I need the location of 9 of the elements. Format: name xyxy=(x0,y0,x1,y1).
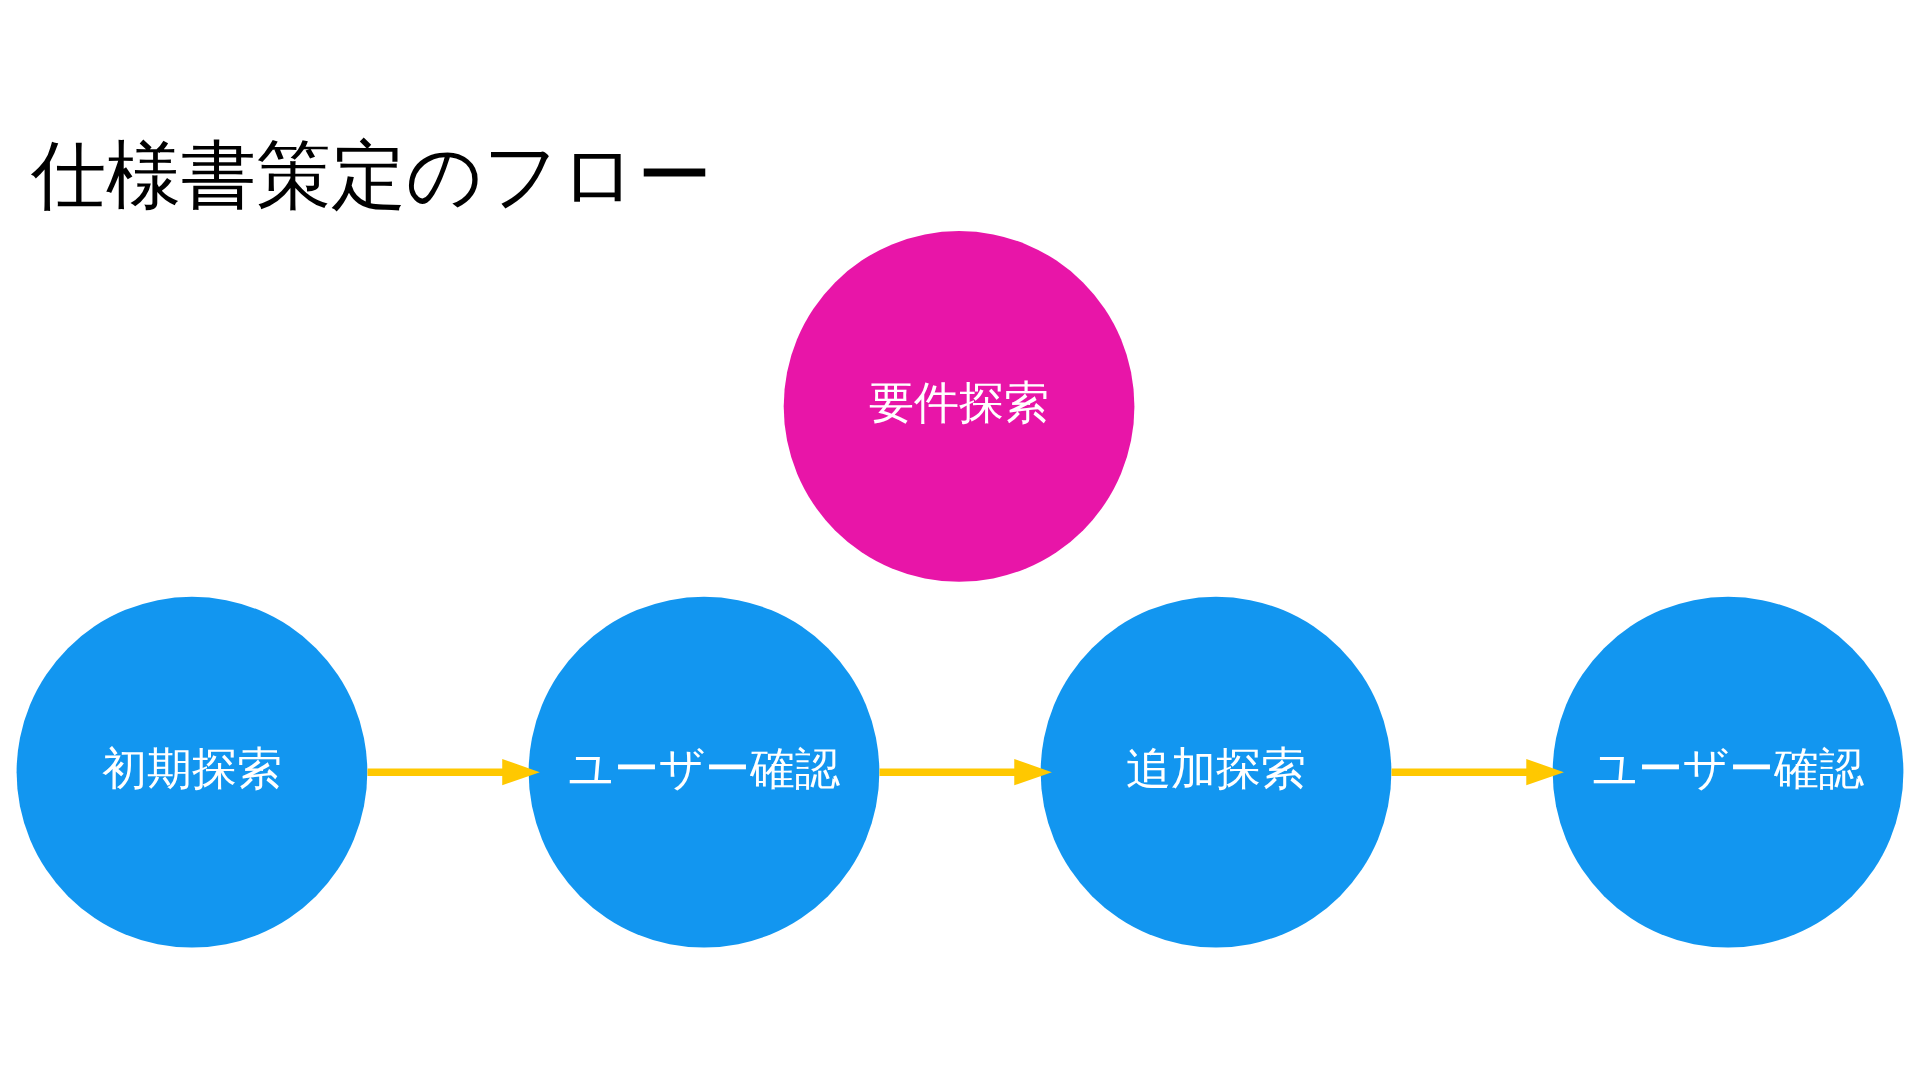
node-circle: 初期探索 xyxy=(16,596,368,947)
diagram-title: 仕様書策定のフロー xyxy=(31,130,713,219)
arrow xyxy=(367,758,540,785)
node-circle: 追加探索 xyxy=(1040,596,1392,947)
node-circle: ユーザー確認 xyxy=(1552,596,1904,947)
arrow xyxy=(1391,758,1564,785)
node-circle: ユーザー確認 xyxy=(528,596,880,947)
arrow xyxy=(879,758,1052,785)
node-circle: 要件探索 xyxy=(783,230,1135,582)
